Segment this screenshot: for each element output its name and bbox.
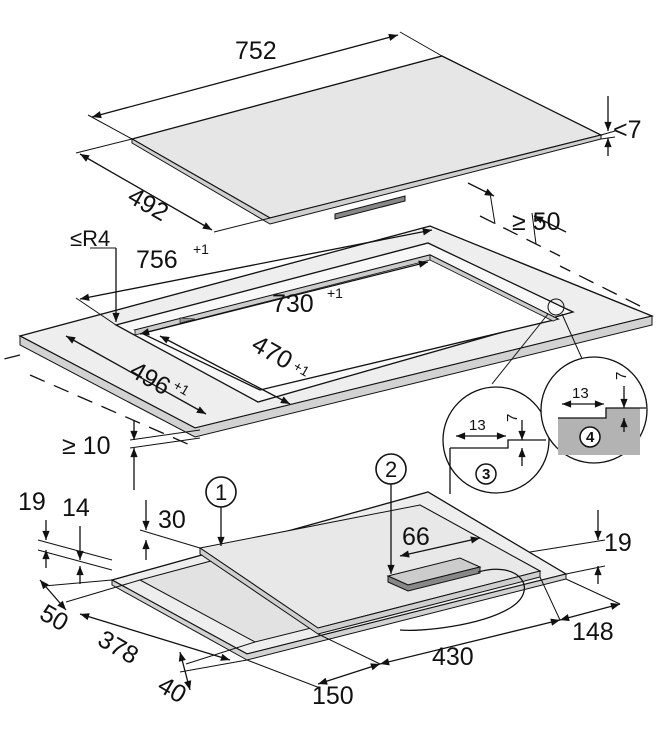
side-19-label: 19 xyxy=(604,529,632,557)
detail-4: 13 7 4 xyxy=(540,356,648,464)
front-50-label: 50 xyxy=(35,599,73,637)
dim-bottom-series: 150 430 148 xyxy=(246,576,621,710)
rebate-width-label: 730 xyxy=(272,290,314,318)
dim-left-verticals: 19 14 30 xyxy=(18,488,201,584)
side-148-label: 148 xyxy=(572,618,614,646)
detail-3-height: 7 xyxy=(504,414,521,422)
front-40-label: 40 xyxy=(153,671,191,709)
rebate-width-tolerance: +1 xyxy=(327,285,343,301)
depth-14-label: 14 xyxy=(62,494,90,522)
detail-4-number: 4 xyxy=(586,429,595,446)
dim-corner-radius: ≤R4 xyxy=(70,226,120,323)
corner-radius-label: ≤R4 xyxy=(70,226,110,251)
callout-2: 2 xyxy=(375,453,407,574)
callout-2-number: 2 xyxy=(385,457,397,482)
detail-4-width: 13 xyxy=(572,385,589,402)
dim-min-rear: ≥ 50 xyxy=(467,182,567,245)
callout-1: 1 xyxy=(205,476,237,546)
rebate-depth-tolerance: +1 xyxy=(291,358,313,380)
glass-thickness-label: <7 xyxy=(613,116,642,144)
hob-width-label: 752 xyxy=(235,37,277,65)
cutout-width-label: 756 xyxy=(136,246,178,274)
hob-glass xyxy=(130,55,603,225)
bottom-430-label: 430 xyxy=(432,643,474,671)
detail-3: 13 7 3 xyxy=(442,386,550,494)
box-66-label: 66 xyxy=(402,523,430,551)
bottom-150-label: 150 xyxy=(312,682,354,710)
cutout-width-tolerance: +1 xyxy=(193,241,209,257)
dim-min-front: ≥ 10 xyxy=(62,420,201,490)
dim-hob-width: 752 xyxy=(87,31,443,140)
min-front-label: ≥ 10 xyxy=(62,432,110,460)
dim-box-66: 66 xyxy=(399,523,481,558)
detail-3-width: 13 xyxy=(469,417,486,434)
callout-1-number: 1 xyxy=(215,480,227,505)
dim-side-19: 19 xyxy=(529,510,632,584)
depth-30-label: 30 xyxy=(158,506,186,534)
dim-glass-thickness: <7 xyxy=(600,96,642,156)
dim-rebate-width: 730 +1 xyxy=(139,260,429,336)
hob-depth-label: 492 xyxy=(123,182,173,227)
min-rear-label: ≥ 50 xyxy=(512,208,560,236)
detail-4-height: 7 xyxy=(613,372,630,380)
depth-19-label: 19 xyxy=(18,488,46,516)
detail-3-number: 3 xyxy=(482,466,490,483)
